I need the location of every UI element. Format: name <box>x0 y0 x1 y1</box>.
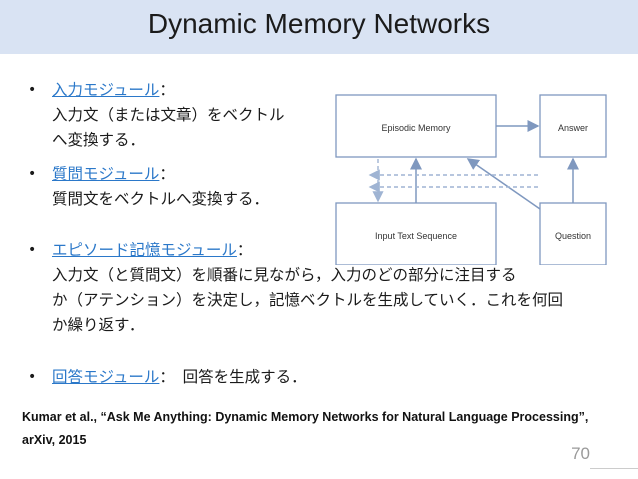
bullet-text: か繰り返す． <box>52 316 145 334</box>
bullet-text: 入力文（または文章）をベクトル <box>52 106 285 124</box>
bullet-text: 入力文（と質問文）を順番に見ながら，入力のどの部分に注目する <box>52 266 517 284</box>
answer-box <box>539 94 607 158</box>
bullet-text: 質問文をベクトルへ変換する． <box>52 190 270 208</box>
bullet-text: か（アテンション）を決定し，記憶ベクトルを生成していく．これを何回 <box>52 291 564 309</box>
footer-divider <box>590 468 638 469</box>
bullet-dot: • <box>28 166 37 182</box>
reference-line-1: Kumar et al., “Ask Me Anything: Dynamic … <box>22 410 589 424</box>
question-box <box>539 202 607 265</box>
bullet-dot: • <box>28 369 37 385</box>
question-label: Question <box>555 231 591 241</box>
bullet-dot: • <box>28 82 37 98</box>
reference-line-2: arXiv, 2015 <box>22 433 87 447</box>
link-episodic-module[interactable]: エピソード記憶モジュール <box>52 241 237 259</box>
link-question-module[interactable]: 質問モジュール <box>52 165 160 183</box>
arrow-question-to-episodic <box>466 158 541 210</box>
episodic-memory-label: Episodic Memory <box>381 123 451 133</box>
dmn-architecture-diagram: Episodic Memory Answer Input Text Sequen… <box>335 94 607 265</box>
bullet-text: へ変換する． <box>52 131 146 149</box>
slide-title: Dynamic Memory Networks <box>147 8 491 39</box>
input-text-sequence-box <box>335 202 497 265</box>
link-input-module[interactable]: 入力モジュール <box>52 81 160 99</box>
input-text-sequence-label: Input Text Sequence <box>375 231 457 241</box>
episodic-memory-box <box>335 94 497 158</box>
answer-label: Answer <box>558 123 588 133</box>
reference: Kumar et al., “Ask Me Anything: Dynamic … <box>22 406 622 452</box>
title-bar <box>0 0 638 54</box>
link-answer-module[interactable]: 回答モジュール <box>52 368 160 386</box>
page-number: 70 <box>571 444 590 463</box>
bullet-dot: • <box>28 242 37 258</box>
